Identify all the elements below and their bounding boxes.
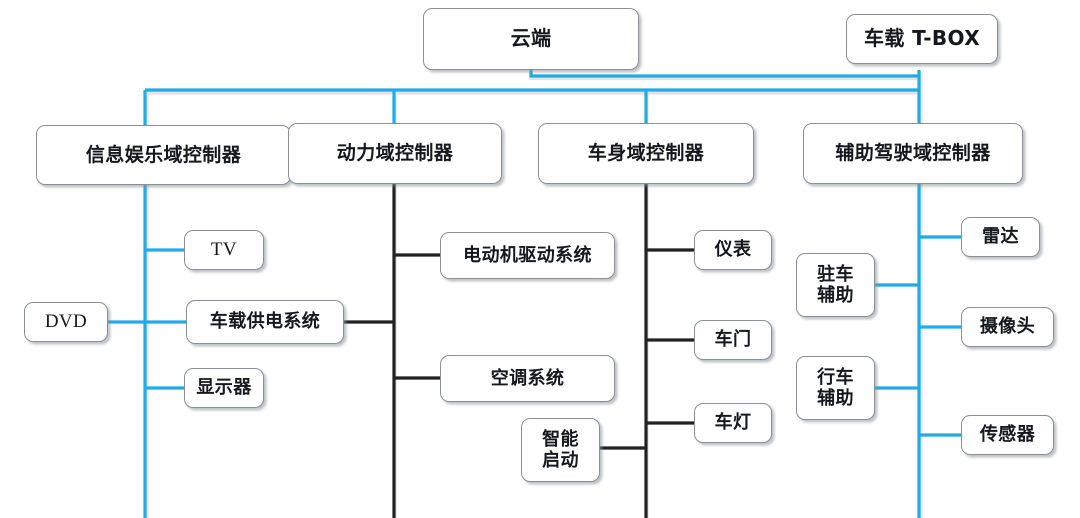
- node-controller-infotainment[interactable]: 信息娱乐域控制器: [36, 125, 291, 185]
- node-vehicle-power-supply-label: 车载供电系统: [209, 311, 321, 333]
- node-dvd-label: DVD: [44, 310, 88, 332]
- node-cloud-label: 云端: [510, 26, 552, 51]
- node-door[interactable]: 车门: [694, 320, 772, 360]
- node-lamp[interactable]: 车灯: [694, 403, 772, 443]
- node-park-assist-label: 驻车 辅助: [817, 263, 854, 306]
- node-tv-label: TV: [210, 238, 238, 260]
- node-display-label: 显示器: [196, 377, 252, 399]
- node-controller-adas-label: 辅助驾驶域控制器: [835, 142, 991, 165]
- node-controller-adas[interactable]: 辅助驾驶域控制器: [803, 123, 1023, 184]
- node-sensor-label: 传感器: [979, 424, 1036, 446]
- node-cloud[interactable]: 云端: [423, 8, 639, 70]
- node-controller-powertrain[interactable]: 动力域控制器: [288, 123, 502, 184]
- node-instrument-cluster-label: 仪表: [714, 239, 752, 261]
- node-tbox-label: 车载 T-BOX: [863, 26, 981, 51]
- node-controller-infotainment-label: 信息娱乐域控制器: [85, 143, 242, 166]
- node-radar-label: 雷达: [982, 226, 1019, 248]
- node-tv[interactable]: TV: [184, 230, 264, 270]
- node-instrument-cluster[interactable]: 仪表: [694, 230, 772, 270]
- node-park-assist[interactable]: 驻车 辅助: [796, 253, 875, 317]
- node-controller-powertrain-label: 动力域控制器: [336, 142, 454, 165]
- node-vehicle-power-supply[interactable]: 车载供电系统: [186, 300, 344, 344]
- node-smart-start[interactable]: 智能 启动: [521, 418, 600, 482]
- node-lamp-label: 车灯: [714, 412, 752, 434]
- wire-cloud-to-bus: [529, 70, 919, 78]
- node-controller-body[interactable]: 车身域控制器: [538, 123, 754, 184]
- node-motor-drive-system-label: 电动机驱动系统: [463, 244, 592, 266]
- node-sensor[interactable]: 传感器: [961, 415, 1054, 455]
- node-radar[interactable]: 雷达: [961, 217, 1040, 257]
- node-dvd[interactable]: DVD: [24, 302, 108, 342]
- node-drive-assist[interactable]: 行车 辅助: [796, 356, 875, 420]
- node-hvac-system[interactable]: 空调系统: [440, 355, 615, 402]
- node-display[interactable]: 显示器: [184, 368, 264, 408]
- node-tbox[interactable]: 车载 T-BOX: [846, 14, 998, 64]
- node-hvac-system-label: 空调系统: [490, 367, 565, 389]
- node-drive-assist-label: 行车 辅助: [817, 366, 854, 409]
- node-camera[interactable]: 摄像头: [961, 307, 1054, 347]
- node-camera-label: 摄像头: [979, 316, 1036, 338]
- node-door-label: 车门: [714, 329, 752, 351]
- node-motor-drive-system[interactable]: 电动机驱动系统: [440, 232, 615, 279]
- node-controller-body-label: 车身域控制器: [587, 142, 705, 165]
- node-smart-start-label: 智能 启动: [542, 428, 579, 471]
